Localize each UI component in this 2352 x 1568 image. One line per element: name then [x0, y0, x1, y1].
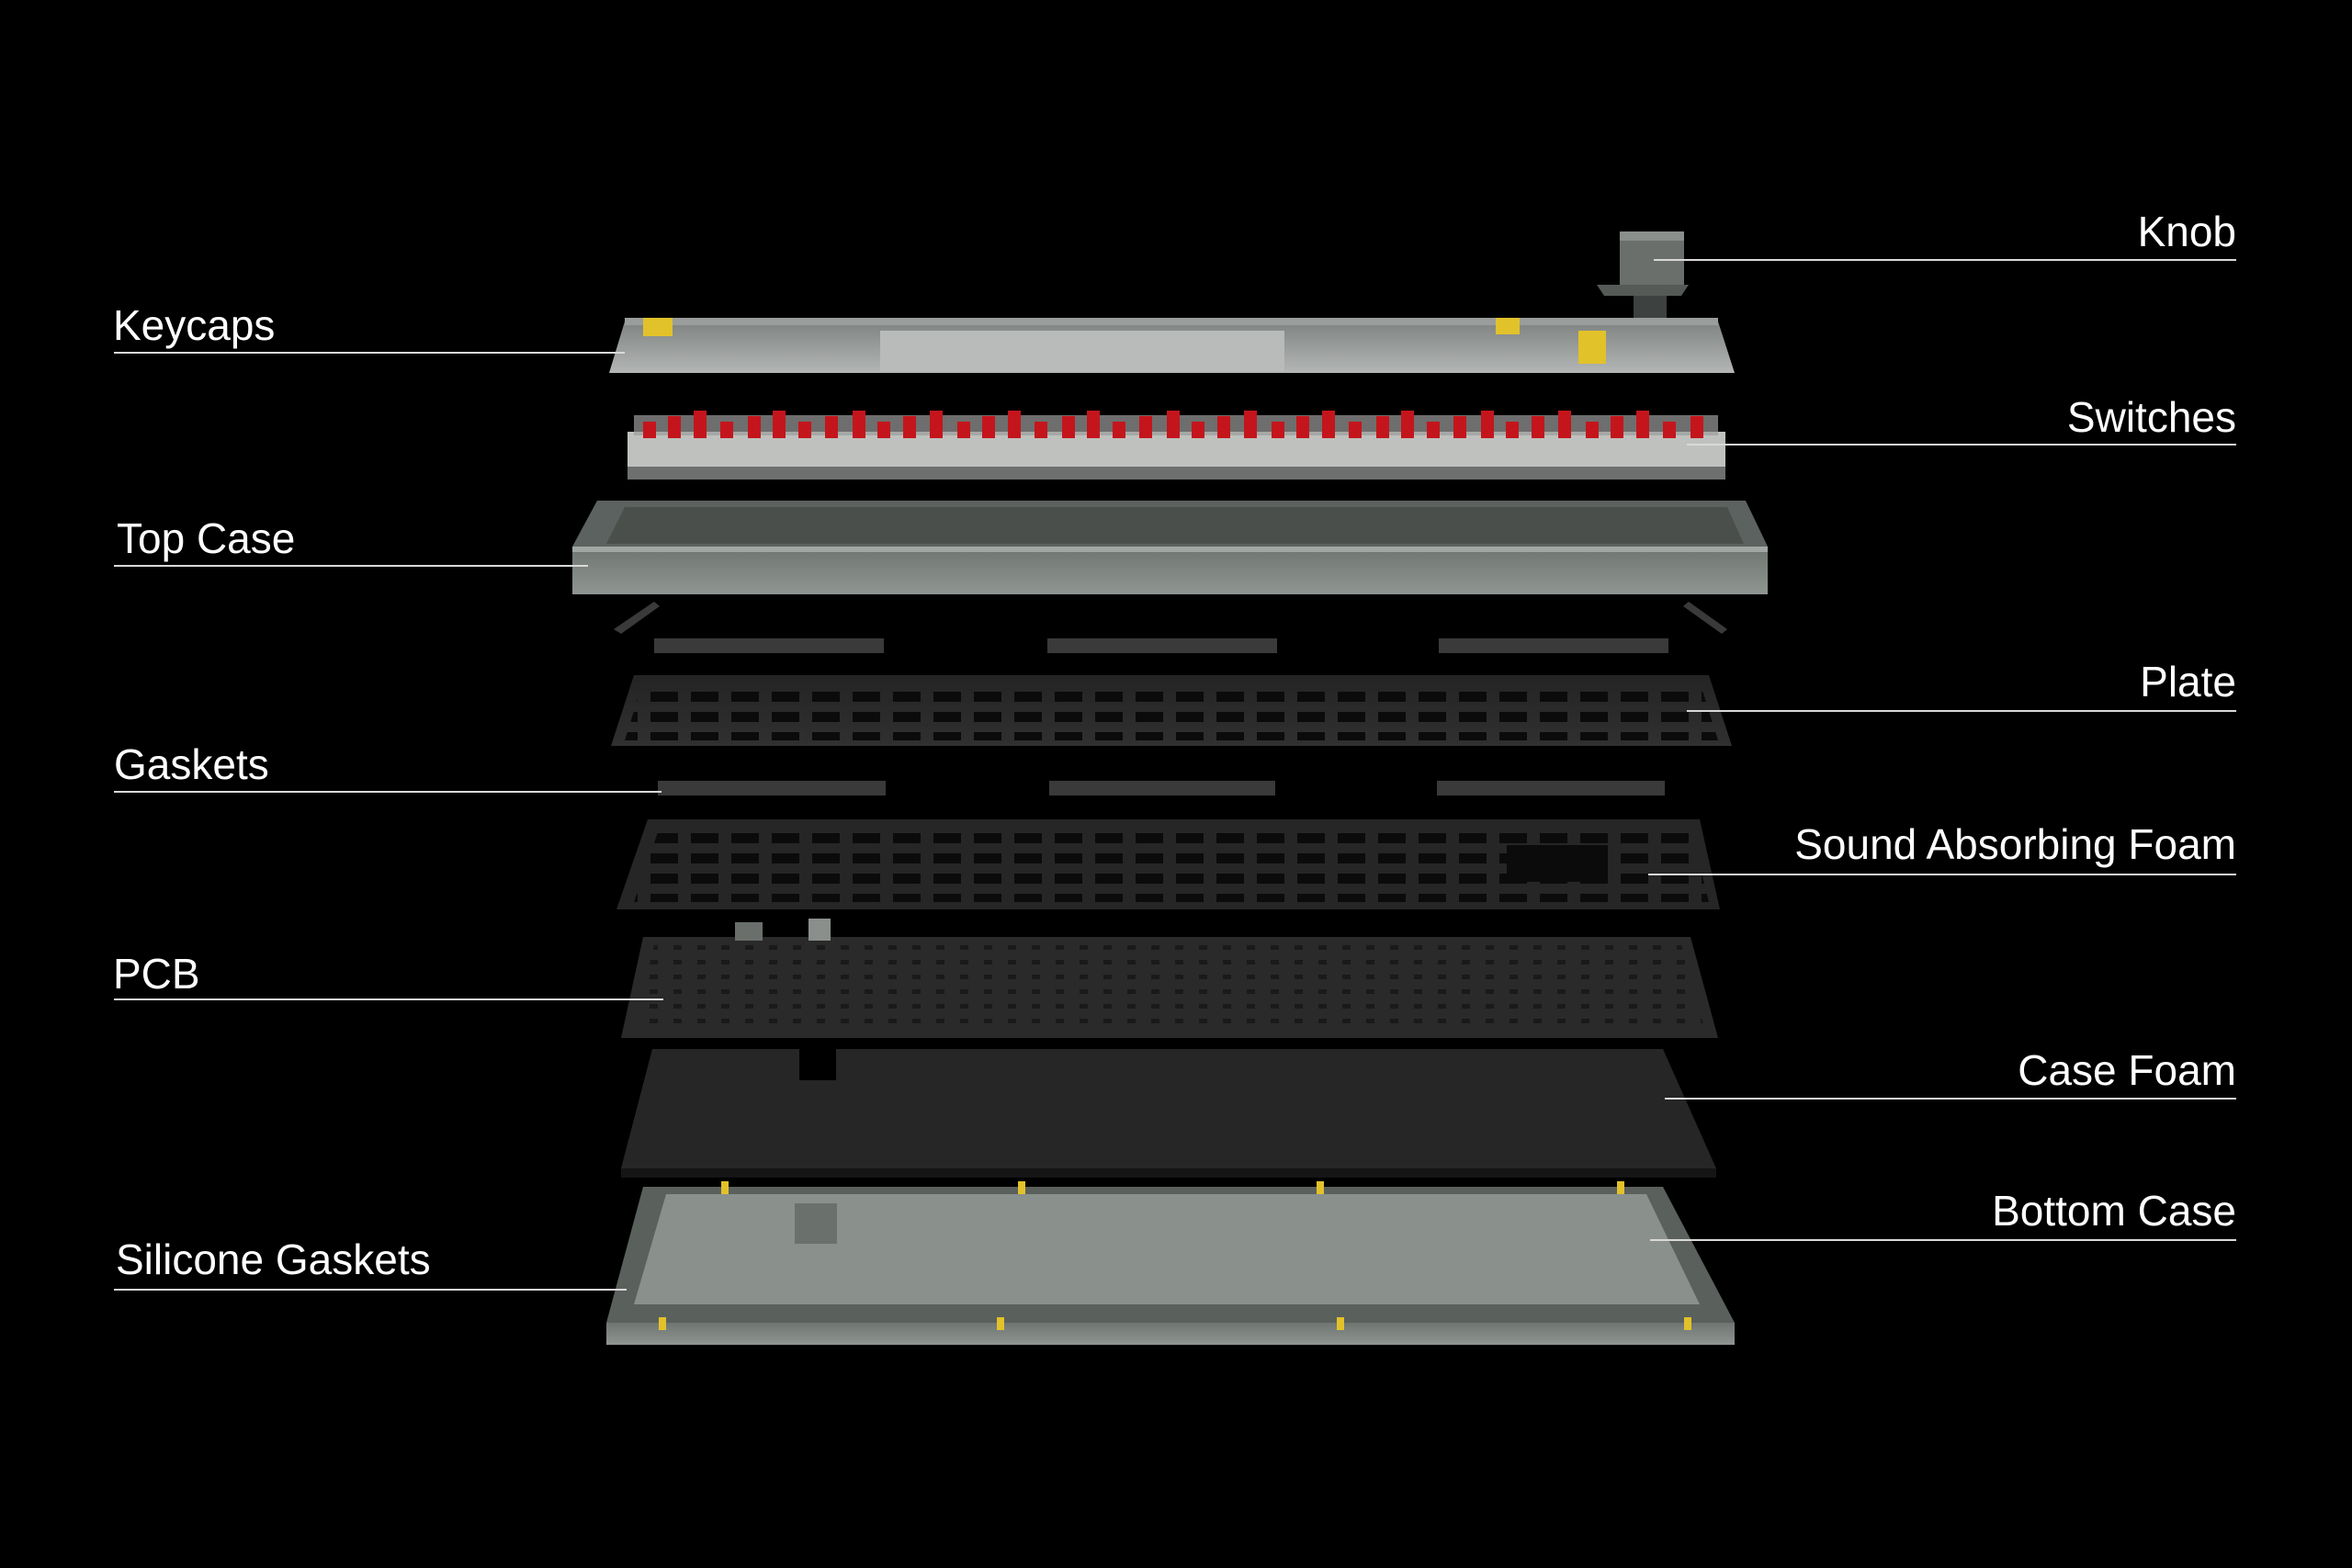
switch-stem	[1192, 422, 1204, 438]
pcb-part	[621, 919, 1718, 1038]
switch-stem	[1062, 416, 1075, 438]
switch-stem	[1376, 416, 1389, 438]
keycaps-part	[609, 318, 1735, 373]
switch-stem	[1636, 411, 1649, 438]
switch-stem	[668, 416, 681, 438]
label-plate: Plate	[2140, 658, 2236, 705]
switch-stem	[1611, 416, 1623, 438]
label-keycaps: Keycaps	[113, 301, 276, 349]
switch-stem	[957, 422, 970, 438]
label-pcb: PCB	[113, 950, 200, 998]
label-bottom-case: Bottom Case	[1992, 1187, 2236, 1235]
label-silicone-gaskets: Silicone Gaskets	[116, 1235, 431, 1283]
label-case-foam: Case Foam	[2018, 1046, 2236, 1094]
switches-part	[628, 411, 1725, 479]
switch-stem	[1139, 416, 1152, 438]
plate-part	[611, 675, 1732, 746]
label-gaskets: Gaskets	[114, 740, 269, 788]
switch-stem	[1453, 416, 1466, 438]
switch-stem	[1217, 416, 1230, 438]
switch-stem	[1244, 411, 1257, 438]
switch-stem	[1272, 422, 1284, 438]
gaskets-upper	[614, 602, 1727, 653]
switch-stem	[643, 422, 656, 438]
bottom-case-part	[606, 1181, 1735, 1345]
top-case-part	[572, 501, 1768, 594]
switch-stem	[1035, 422, 1047, 438]
gaskets-lower	[658, 781, 1665, 795]
switch-stem	[1506, 422, 1519, 438]
switch-stem	[1481, 411, 1494, 438]
switch-stem	[930, 411, 943, 438]
switch-stem	[825, 416, 838, 438]
switch-stem	[1322, 411, 1335, 438]
switch-stem	[1532, 416, 1544, 438]
switch-stem	[1349, 422, 1362, 438]
label-switches: Switches	[2066, 393, 2236, 441]
case-foam-part	[621, 1049, 1716, 1178]
switch-stem	[1690, 416, 1703, 438]
sound-absorbing-foam-part	[616, 819, 1720, 909]
switch-stem	[1663, 422, 1676, 438]
switch-stem	[1427, 422, 1440, 438]
switch-stem	[1586, 422, 1599, 438]
switch-stem	[1167, 411, 1180, 438]
switch-stem	[773, 411, 786, 438]
switch-stem	[694, 411, 707, 438]
switch-stem	[1296, 416, 1309, 438]
switch-stem	[982, 416, 995, 438]
switch-stem	[1008, 411, 1021, 438]
switch-stem	[720, 422, 733, 438]
switch-stem	[853, 411, 865, 438]
switch-stem	[1558, 411, 1571, 438]
switch-stem	[1113, 422, 1125, 438]
switch-stem	[877, 422, 890, 438]
label-sound-absorbing-foam: Sound Absorbing Foam	[1794, 820, 2236, 868]
label-top-case: Top Case	[117, 514, 296, 562]
switch-stem	[903, 416, 916, 438]
label-knob: Knob	[2137, 208, 2236, 255]
switch-stem	[798, 422, 811, 438]
switch-stem	[1401, 411, 1414, 438]
knob-part	[1597, 231, 1689, 323]
switch-stems	[643, 411, 1703, 438]
switch-stem	[1087, 411, 1100, 438]
switch-stem	[748, 416, 761, 438]
